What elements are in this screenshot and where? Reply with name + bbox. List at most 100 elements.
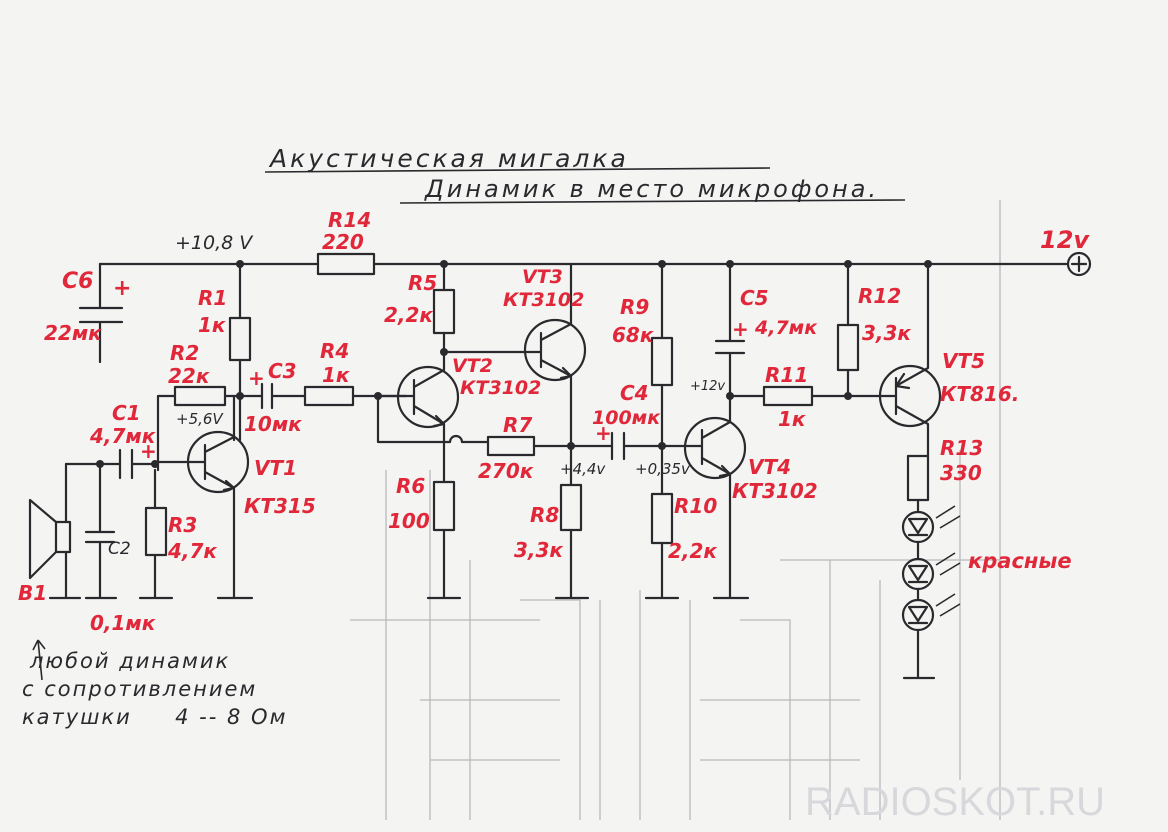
R8-ref: R8 bbox=[530, 503, 559, 527]
resistor-R12 bbox=[836, 262, 860, 398]
VT2-type: КТ3102 bbox=[460, 377, 541, 399]
R13-ref: R13 bbox=[940, 436, 983, 460]
schematic-title: Акустическая мигалка bbox=[268, 144, 629, 173]
capacitor-C2 bbox=[84, 462, 118, 600]
VT2-ref: VT2 bbox=[452, 355, 493, 377]
C5-value: 4,7мк bbox=[754, 317, 818, 339]
R11-value: 1к bbox=[778, 407, 806, 431]
R6-ref: R6 bbox=[396, 474, 425, 498]
VT3-type: КТ3102 bbox=[503, 289, 584, 311]
C6-value: 22мк bbox=[44, 321, 102, 345]
capacitor-C3: + bbox=[238, 366, 304, 410]
VT1-type: КТ315 bbox=[244, 494, 316, 518]
R4-ref: R4 bbox=[320, 339, 349, 363]
VT4-ref: VT4 bbox=[748, 455, 791, 479]
note-line-1: любой динамик bbox=[29, 649, 230, 673]
note-line-3: катушки 4 -- 8 Ом bbox=[22, 705, 287, 729]
resistor-R10 bbox=[644, 444, 680, 600]
resistor-R6 bbox=[426, 480, 462, 600]
C4-value: 100мк bbox=[592, 407, 661, 429]
transistor-VT3 bbox=[523, 262, 587, 447]
B1-ref: B1 bbox=[18, 581, 47, 605]
C2-value: 0,1мк bbox=[90, 611, 156, 635]
R7-ref: R7 bbox=[503, 413, 532, 437]
svg-text:+: + bbox=[248, 366, 265, 390]
capacitor-C1: + bbox=[64, 439, 160, 480]
supply-terminal bbox=[1066, 251, 1092, 277]
bleed-through-lines bbox=[350, 200, 1001, 820]
led-color-label: красные bbox=[968, 549, 1072, 573]
R13-value: 330 bbox=[940, 461, 982, 485]
transistor-VT5 bbox=[878, 262, 942, 458]
R2-value: 22к bbox=[168, 364, 210, 388]
C1-ref: C1 bbox=[112, 401, 141, 425]
resistor-R2 bbox=[156, 385, 242, 472]
supply-rail bbox=[98, 251, 1092, 277]
capacitor-C6: + bbox=[78, 262, 131, 364]
svg-text:+: + bbox=[732, 317, 749, 341]
R12-value: 3,3к bbox=[862, 321, 911, 345]
resistor-R3 bbox=[138, 468, 174, 600]
C6-ref: C6 bbox=[62, 269, 93, 294]
VT1-ref: VT1 bbox=[254, 456, 297, 480]
transistor-VT2 bbox=[376, 350, 536, 484]
C3-value: 10мк bbox=[244, 412, 302, 436]
R14-ref: R14 bbox=[328, 208, 371, 232]
R9-value: 68к bbox=[612, 323, 654, 347]
vt2-emitter-voltage: +4,4v bbox=[560, 460, 606, 478]
resistor-R13 bbox=[906, 454, 930, 514]
VT3-ref: VT3 bbox=[522, 266, 563, 288]
C4-ref: C4 bbox=[620, 381, 649, 405]
schematic-subtitle: Динамик в место микрофона. bbox=[424, 175, 879, 203]
led-string bbox=[901, 505, 961, 680]
capacitor-C4: + bbox=[569, 421, 664, 461]
R8-value: 3,3к bbox=[514, 538, 563, 562]
C1-value: 4,7мк bbox=[89, 424, 156, 448]
R1-value: 1к bbox=[198, 313, 226, 337]
title-underline bbox=[264, 167, 771, 173]
node-voltage-label: +10,8 V bbox=[175, 232, 254, 254]
R7-value: 270к bbox=[478, 459, 534, 483]
R5-ref: R5 bbox=[408, 271, 437, 295]
VT4-type: КТ3102 bbox=[732, 479, 818, 503]
note-line-2: с сопротивлением bbox=[22, 677, 257, 701]
svg-text:+: + bbox=[113, 276, 131, 301]
VT5-ref: VT5 bbox=[942, 349, 985, 373]
capacitor-C5: + bbox=[714, 262, 749, 398]
R11-ref: R11 bbox=[765, 363, 808, 387]
R12-ref: R12 bbox=[858, 284, 901, 308]
R4-value: 1к bbox=[322, 363, 350, 387]
resistor-R8 bbox=[554, 444, 590, 600]
subtitle-underline bbox=[399, 199, 906, 204]
supply-voltage-label: 12v bbox=[1040, 226, 1090, 254]
transistor-VT1 bbox=[156, 394, 254, 600]
R10-value: 2,2к bbox=[668, 539, 717, 563]
R10-ref: R10 bbox=[674, 494, 717, 518]
vt4-collector-voltage: +12v bbox=[690, 379, 725, 394]
vt1-base-voltage: +5,6V bbox=[176, 410, 224, 428]
speaker-B1 bbox=[28, 462, 82, 681]
R6-value: 100 bbox=[388, 509, 430, 533]
R9-ref: R9 bbox=[620, 295, 649, 319]
resistor-R14-body bbox=[316, 252, 376, 276]
resistor-R11 bbox=[728, 385, 892, 407]
transistor-VT4 bbox=[660, 394, 750, 600]
junction-dots bbox=[96, 260, 932, 468]
resistor-R7 bbox=[486, 435, 573, 457]
R3-value: 4,7к bbox=[167, 539, 217, 563]
R5-value: 2,2к bbox=[384, 303, 433, 327]
resistor-R9 bbox=[650, 262, 674, 448]
watermark: RADIOSKOT.RU bbox=[805, 780, 1105, 824]
C3-ref: C3 bbox=[268, 359, 297, 383]
svg-text:+: + bbox=[140, 439, 157, 463]
R1-ref: R1 bbox=[198, 286, 227, 310]
R3-ref: R3 bbox=[168, 513, 197, 537]
C2-ref: C2 bbox=[108, 539, 131, 559]
R14-value: 220 bbox=[322, 230, 364, 254]
R2-ref: R2 bbox=[170, 341, 199, 365]
C5-ref: C5 bbox=[740, 286, 769, 310]
VT5-type: КТ816. bbox=[940, 382, 1019, 406]
svg-text:+: + bbox=[595, 421, 612, 445]
